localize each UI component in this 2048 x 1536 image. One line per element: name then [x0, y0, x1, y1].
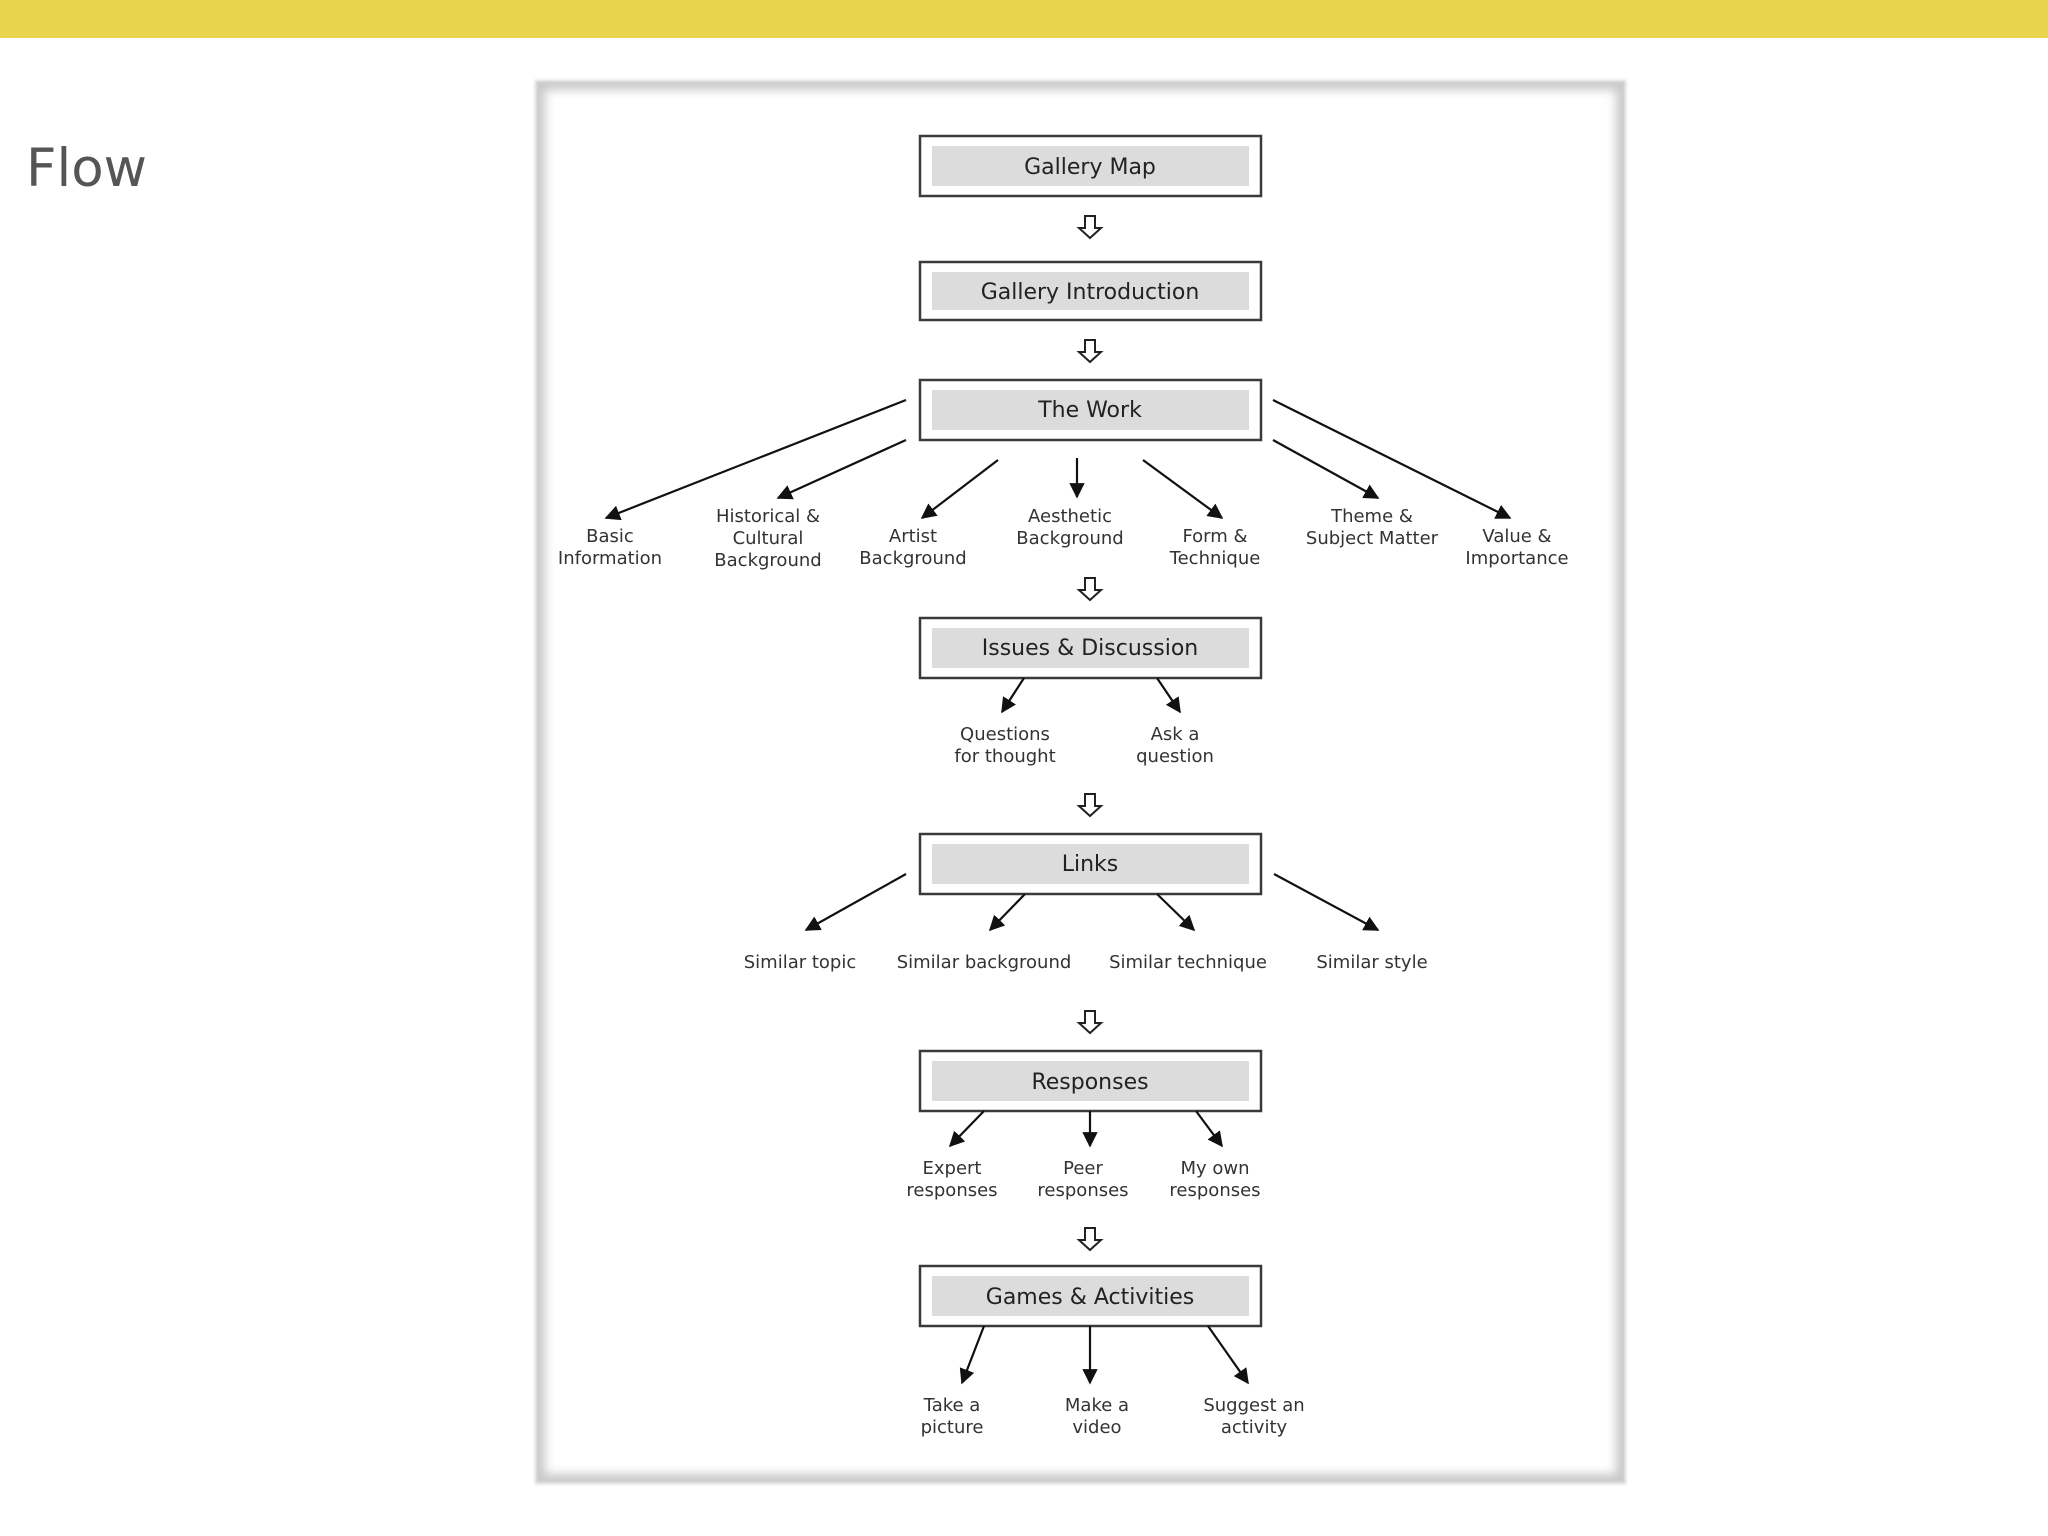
flow-arrow-icon	[1076, 793, 1104, 818]
svg-text:Similar style: Similar style	[1316, 952, 1427, 973]
svg-text:Issues & Discussion: Issues & Discussion	[982, 636, 1199, 661]
svg-text:Artist: Artist	[889, 526, 937, 547]
svg-text:activity: activity	[1221, 1417, 1288, 1438]
links-child-similar-technique: Similar technique	[1109, 952, 1267, 973]
svg-text:Questions: Questions	[960, 724, 1050, 745]
svg-text:Take a: Take a	[923, 1395, 981, 1416]
connector-line	[920, 459, 999, 519]
svg-text:Basic: Basic	[586, 526, 634, 547]
svg-text:Links: Links	[1062, 852, 1119, 877]
the-work-child-theme-subject-matter: Theme & Subject Matter	[1306, 506, 1439, 549]
games-child-make-a-video: Make a video	[1065, 1395, 1129, 1438]
games-child-suggest-an-activity: Suggest an activity	[1203, 1395, 1304, 1438]
svg-text:Gallery Map: Gallery Map	[1024, 155, 1156, 180]
top-accent-bar	[0, 0, 2048, 38]
connector-line	[1156, 677, 1181, 714]
box-links: Links	[918, 832, 1263, 896]
svg-text:Technique: Technique	[1169, 548, 1261, 569]
the-work-child-basic-information: Basic Information	[558, 526, 662, 569]
svg-text:Similar topic: Similar topic	[744, 952, 857, 973]
svg-text:Ask a: Ask a	[1151, 724, 1200, 745]
svg-text:for thought: for thought	[954, 746, 1055, 767]
connector-line	[948, 1110, 985, 1148]
flow-arrow-icon	[1076, 339, 1104, 364]
the-work-child-form-technique: Form & Technique	[1169, 526, 1261, 569]
svg-text:Expert: Expert	[923, 1158, 982, 1179]
connector-line	[988, 893, 1026, 932]
the-work-child-artist-background: Artist Background	[859, 526, 966, 569]
svg-text:Similar technique: Similar technique	[1109, 952, 1267, 973]
the-work-child-value-importance: Value & Importance	[1465, 526, 1568, 569]
svg-text:Similar background: Similar background	[897, 952, 1072, 973]
slide-title: Flow	[26, 138, 147, 199]
connector-line	[1001, 677, 1025, 714]
box-games-activities: Games & Activities	[918, 1264, 1263, 1328]
svg-text:Value &: Value &	[1482, 526, 1551, 547]
svg-text:Peer: Peer	[1063, 1158, 1103, 1179]
svg-text:responses: responses	[906, 1180, 997, 1201]
svg-text:Background: Background	[859, 548, 966, 569]
connector-line	[1272, 439, 1380, 499]
connector-line	[776, 438, 907, 500]
svg-text:video: video	[1072, 1417, 1121, 1438]
connector-line	[1156, 893, 1196, 932]
issues-child-ask-a-question: Ask a question	[1136, 724, 1214, 767]
box-gallery-introduction: Gallery Introduction	[918, 260, 1263, 322]
games-child-take-a-picture: Take a picture	[921, 1395, 984, 1438]
svg-text:picture: picture	[921, 1417, 984, 1438]
flow-arrow-icon	[1076, 1227, 1104, 1252]
box-the-work: The Work	[918, 378, 1263, 442]
svg-text:Form &: Form &	[1182, 526, 1247, 547]
connector-line	[1272, 399, 1512, 519]
connector-line	[804, 873, 907, 931]
responses-child-peer: Peer responses	[1037, 1158, 1128, 1201]
flow-arrow-icon	[1076, 215, 1104, 240]
links-child-similar-topic: Similar topic	[744, 952, 857, 973]
svg-text:Games & Activities: Games & Activities	[986, 1285, 1194, 1310]
svg-text:Responses: Responses	[1031, 1070, 1148, 1095]
the-work-child-aesthetic-background: Aesthetic Background	[1016, 506, 1123, 549]
svg-text:My own: My own	[1180, 1158, 1249, 1179]
connector-line	[959, 1325, 986, 1385]
svg-text:Information: Information	[558, 548, 662, 569]
box-issues-discussion: Issues & Discussion	[918, 616, 1263, 680]
connector-line	[1142, 459, 1224, 519]
svg-text:Aesthetic: Aesthetic	[1028, 506, 1112, 527]
svg-text:Cultural: Cultural	[733, 528, 804, 549]
responses-child-expert: Expert responses	[906, 1158, 997, 1201]
svg-text:question: question	[1136, 746, 1214, 767]
svg-text:responses: responses	[1037, 1180, 1128, 1201]
connector-line	[1195, 1110, 1223, 1148]
svg-text:Suggest an: Suggest an	[1203, 1395, 1304, 1416]
svg-text:Importance: Importance	[1465, 548, 1568, 569]
svg-text:Background: Background	[1016, 528, 1123, 549]
svg-text:Background: Background	[714, 550, 821, 571]
svg-text:The Work: The Work	[1037, 398, 1142, 423]
links-child-similar-style: Similar style	[1316, 952, 1427, 973]
svg-text:Theme &: Theme &	[1330, 506, 1413, 527]
the-work-child-historical-cultural-background: Historical & Cultural Background	[714, 506, 821, 571]
svg-text:Subject Matter: Subject Matter	[1306, 528, 1439, 549]
issues-child-questions-for-thought: Questions for thought	[954, 724, 1055, 767]
svg-text:Gallery Introduction: Gallery Introduction	[981, 280, 1200, 305]
flow-arrow-icon	[1076, 1010, 1104, 1035]
box-gallery-map: Gallery Map	[918, 134, 1263, 198]
svg-text:responses: responses	[1169, 1180, 1260, 1201]
svg-text:Historical &: Historical &	[716, 506, 820, 527]
connector-line	[1273, 873, 1380, 931]
box-responses: Responses	[918, 1049, 1263, 1113]
links-child-similar-background: Similar background	[897, 952, 1072, 973]
connector-line	[1207, 1325, 1249, 1385]
flow-arrow-icon	[1076, 577, 1104, 602]
svg-text:Make a: Make a	[1065, 1395, 1129, 1416]
responses-child-my-own: My own responses	[1169, 1158, 1260, 1201]
connector-line	[604, 398, 907, 521]
